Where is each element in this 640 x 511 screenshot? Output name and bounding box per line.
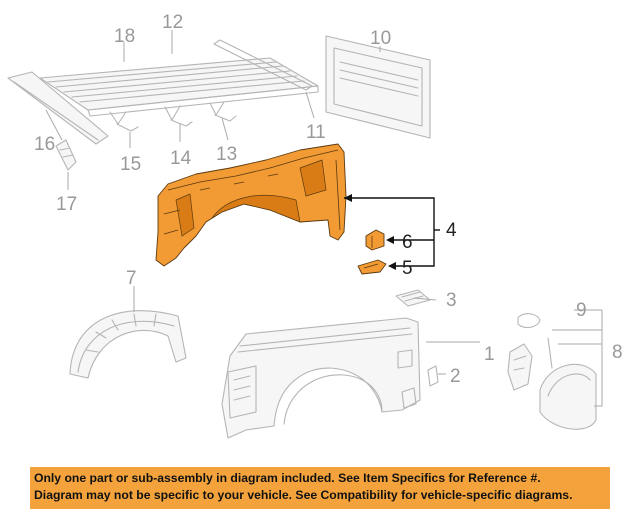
- leader-lines: [45, 30, 603, 407]
- callout-6: 6: [402, 232, 413, 253]
- callout-3: 3: [446, 290, 457, 311]
- disclaimer-banner: Only one part or sub-assembly in diagram…: [30, 467, 610, 509]
- pad-3-drawing: [395, 289, 431, 307]
- callout-15: 15: [120, 154, 141, 175]
- disclaimer-line-1: Only one part or sub-assembly in diagram…: [34, 471, 541, 485]
- callout-11: 11: [306, 122, 326, 143]
- front-panel-part: [155, 143, 347, 267]
- tailgate-panel-drawing: [325, 35, 431, 139]
- bracket-5-part: [357, 259, 387, 275]
- callout-5: 5: [402, 258, 413, 279]
- callout-8: 8: [612, 342, 623, 363]
- disclaimer-line-2: Diagram may not be specific to your vehi…: [34, 488, 573, 502]
- callout-9: 9: [576, 300, 587, 321]
- bracket-6-part: [365, 229, 385, 251]
- callout-12: 12: [162, 12, 183, 33]
- callout-numbers: 18 12 10 11 16 15 14 13 17 4 6 5 7 3 9 1…: [34, 12, 623, 387]
- callout-10: 10: [370, 28, 391, 49]
- callout-18: 18: [114, 26, 135, 47]
- callout-2: 2: [450, 366, 461, 387]
- callout-17: 17: [56, 194, 77, 215]
- fuel-door-drawing: [507, 313, 597, 430]
- callout-16: 16: [34, 134, 55, 155]
- wheelhouse-drawing: [69, 310, 187, 379]
- callout-1: 1: [484, 344, 495, 365]
- side-panel-drawing: [221, 317, 439, 439]
- callout-7: 7: [126, 268, 137, 289]
- callout-14: 14: [170, 148, 192, 169]
- callout-4: 4: [446, 220, 457, 241]
- callout-13: 13: [216, 144, 237, 165]
- bed-floor-drawing: [7, 39, 319, 171]
